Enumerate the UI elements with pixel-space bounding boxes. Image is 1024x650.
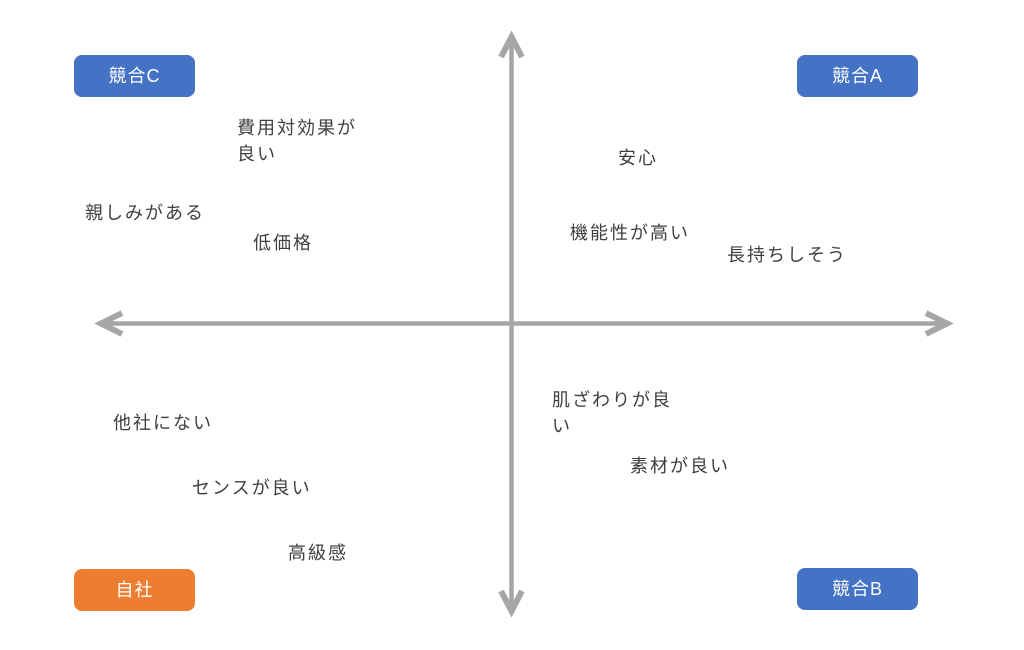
label-reassuring: 安心 bbox=[618, 148, 658, 168]
label-high-functionality: 機能性が高い bbox=[570, 223, 690, 243]
label-low-price: 低価格 bbox=[253, 233, 313, 253]
badge-competitor-c: 競合C bbox=[74, 55, 195, 97]
badge-competitor-b: 競合B bbox=[797, 568, 918, 610]
label-luxurious: 高級感 bbox=[288, 543, 348, 563]
label-cost-effective: 費用対効果が 良い bbox=[237, 118, 357, 164]
arrow-down-icon bbox=[498, 589, 525, 618]
label-unique: 他社にない bbox=[113, 413, 213, 433]
badge-competitor-a: 競合A bbox=[797, 55, 918, 97]
label-feels-good: 肌ざわりが良 い bbox=[552, 390, 672, 436]
label-good-material: 素材が良い bbox=[630, 456, 730, 476]
label-familiar: 親しみがある bbox=[85, 203, 205, 223]
label-durable: 長持ちしそう bbox=[727, 245, 847, 265]
arrow-right-icon bbox=[924, 310, 954, 337]
badge-own-company: 自社 bbox=[74, 569, 195, 611]
label-good-taste: センスが良い bbox=[192, 478, 312, 498]
arrow-left-icon bbox=[94, 310, 124, 337]
arrow-up-icon bbox=[498, 30, 525, 59]
